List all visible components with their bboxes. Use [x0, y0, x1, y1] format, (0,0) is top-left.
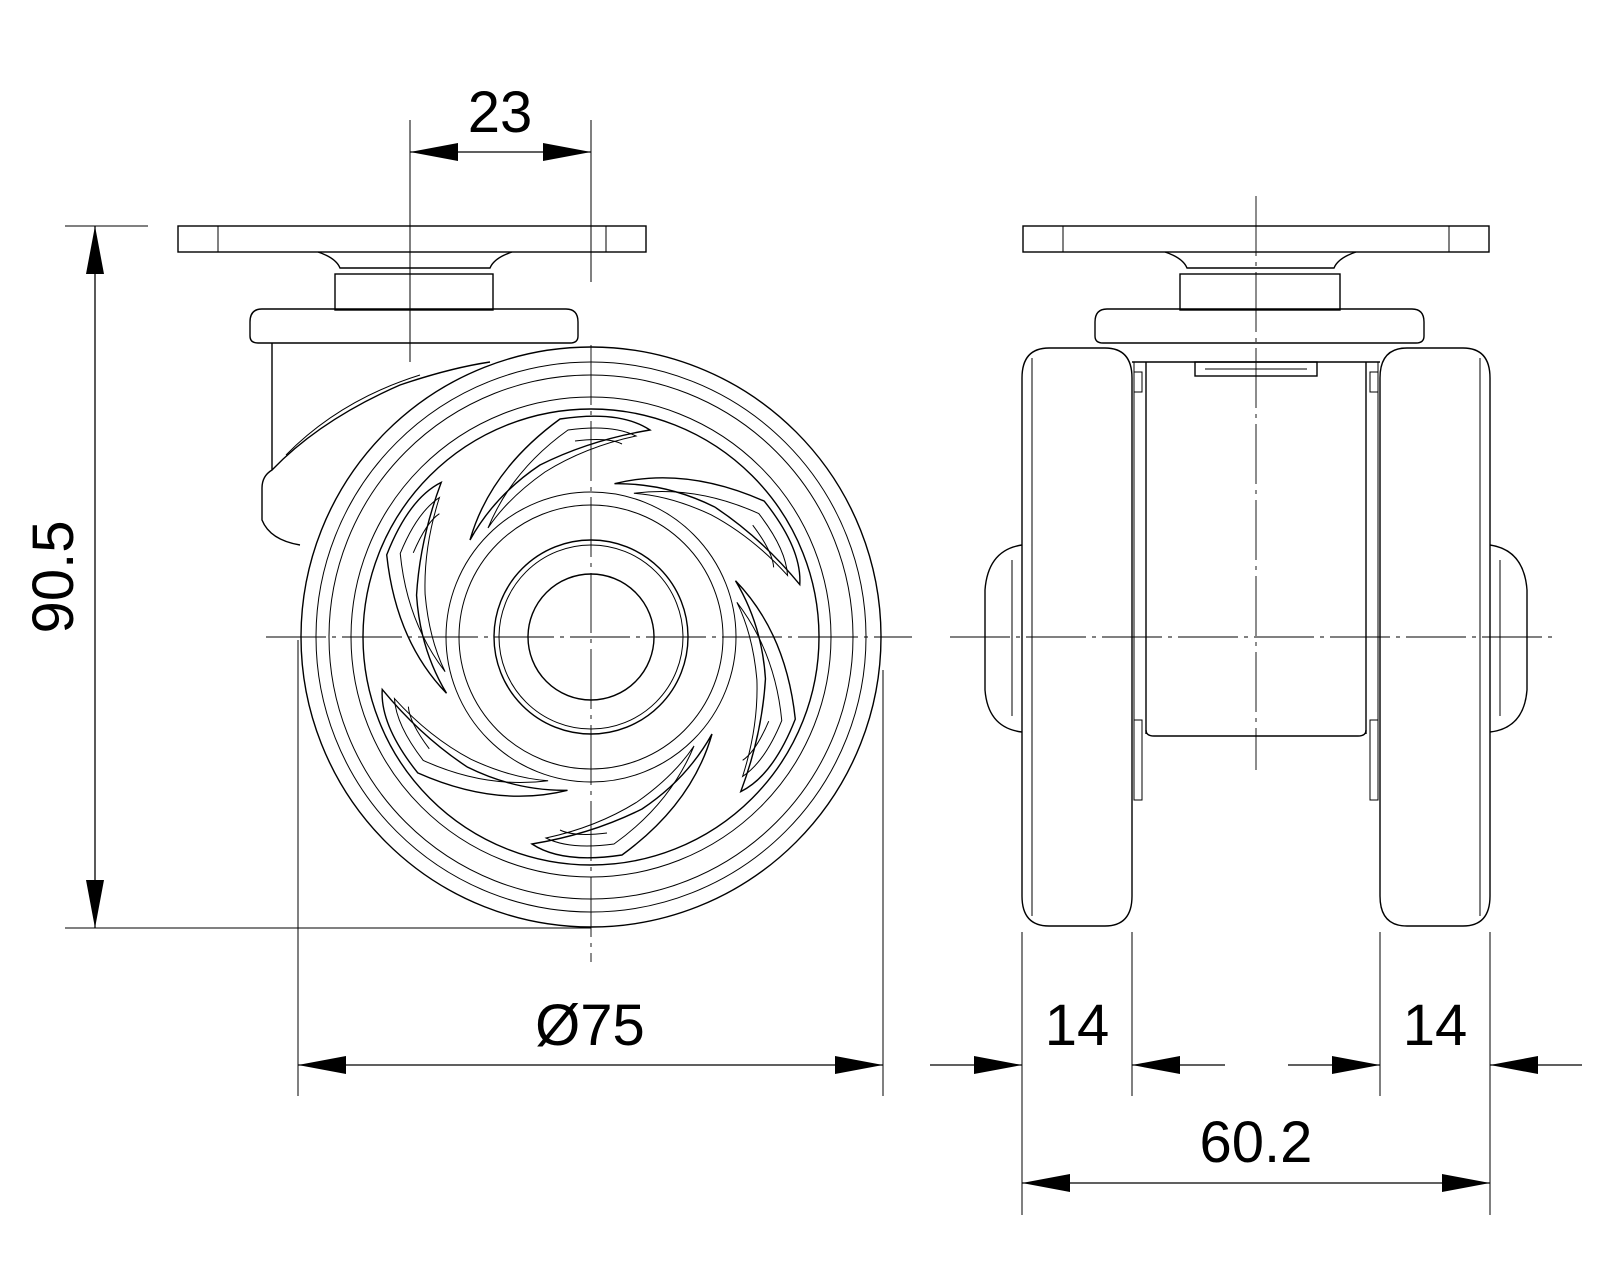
- side-swivel-body: [334, 273, 494, 311]
- dim-label-wheel-diameter: Ø75: [535, 993, 645, 1058]
- dimension-swivel-offset: 23: [409, 80, 592, 282]
- dimension-wheel-widths: 14 14: [930, 932, 1582, 1215]
- front-right-hub: [1489, 544, 1528, 733]
- side-fork-curve: [271, 361, 491, 471]
- front-neck: [1164, 251, 1357, 269]
- side-top-plate: [177, 225, 647, 253]
- wheel-spokes: [381, 415, 801, 859]
- dim-label-swivel-offset: 23: [468, 80, 533, 145]
- side-view: [177, 196, 912, 962]
- front-swivel-body: [1179, 273, 1341, 311]
- side-fork-plate: [249, 308, 579, 344]
- dim-label-wheel-width-left: 14: [1045, 993, 1110, 1058]
- dimension-overall-width: 60.2: [1022, 1110, 1490, 1192]
- front-fork-plate: [1094, 308, 1425, 344]
- dim-label-total-height: 90.5: [21, 521, 86, 634]
- side-neck: [317, 251, 513, 269]
- dim-label-wheel-width-right: 14: [1403, 993, 1468, 1058]
- front-right-wheel: [1379, 347, 1528, 927]
- side-fork-leg: [261, 343, 301, 546]
- dimension-wheel-diameter: Ø75: [297, 640, 884, 1096]
- front-left-hub: [984, 544, 1023, 733]
- front-view: [950, 196, 1556, 927]
- dimension-total-height: 90.5: [21, 225, 591, 929]
- dim-label-overall-width: 60.2: [1200, 1110, 1313, 1175]
